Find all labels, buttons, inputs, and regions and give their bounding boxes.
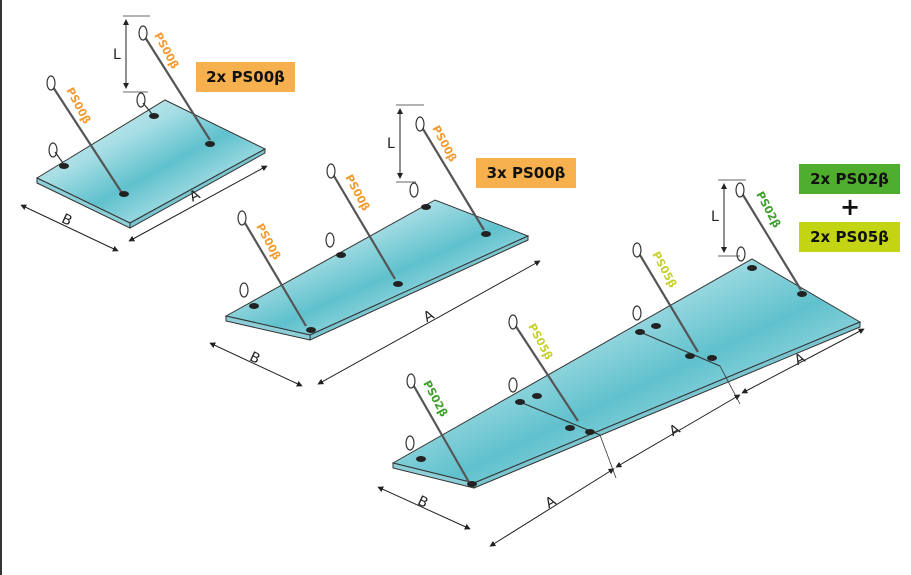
tension-rod-icon [636, 249, 699, 353]
dim-a: A [667, 421, 684, 440]
rod-code: PS02β [420, 378, 450, 419]
canopy-3: L B A A A PS02β PS05β PS05β PS02β [377, 179, 865, 547]
kit-label-3b: 2x PS05β [799, 222, 900, 252]
rod-code: PS02β [753, 189, 783, 230]
frame-edge [0, 0, 2, 575]
tension-rod-icon [739, 189, 802, 291]
rod-code: PS00β [342, 172, 372, 213]
rod-code: PS00β [429, 123, 459, 164]
dim-a: A [421, 307, 438, 326]
rod-code: PS05β [525, 321, 555, 362]
glass-panel-icon [35, 99, 267, 224]
kit-label-2: 3x PS00β [476, 158, 576, 188]
wall-bracket-icon [46, 25, 153, 164]
tension-rod-icon [512, 321, 579, 422]
kit-label-3a: 2x PS02β [799, 164, 900, 194]
dim-a: A [543, 493, 560, 512]
tension-rod-icon [410, 380, 471, 485]
glass-clamp [416, 265, 807, 487]
glass-panel-icon [391, 258, 862, 484]
wall-bracket-icon [405, 182, 746, 451]
wall-bracket-icon [237, 116, 425, 298]
dim-b: B [59, 211, 74, 230]
dim-l: L [387, 136, 395, 152]
plus-sign: + [839, 193, 861, 221]
rod-code: PS00β [253, 221, 283, 262]
canopy-1: L B A PS00β PS00β [20, 15, 268, 252]
rod-code: PS00β [151, 30, 181, 71]
rod-code: PS05β [649, 249, 679, 290]
tension-rod-icon [419, 123, 485, 231]
dim-b: B [415, 493, 430, 512]
tension-rod-icon [241, 217, 307, 327]
tension-rod-icon [142, 33, 211, 141]
rod-code: PS00β [63, 85, 93, 126]
dim-l: L [711, 209, 719, 225]
dim-b: B [247, 349, 262, 368]
kit-label-1: 2x PS00β [196, 62, 295, 92]
tension-rod-icon [50, 83, 123, 194]
dim-l: L [113, 47, 121, 63]
glass-clamp [59, 113, 215, 197]
